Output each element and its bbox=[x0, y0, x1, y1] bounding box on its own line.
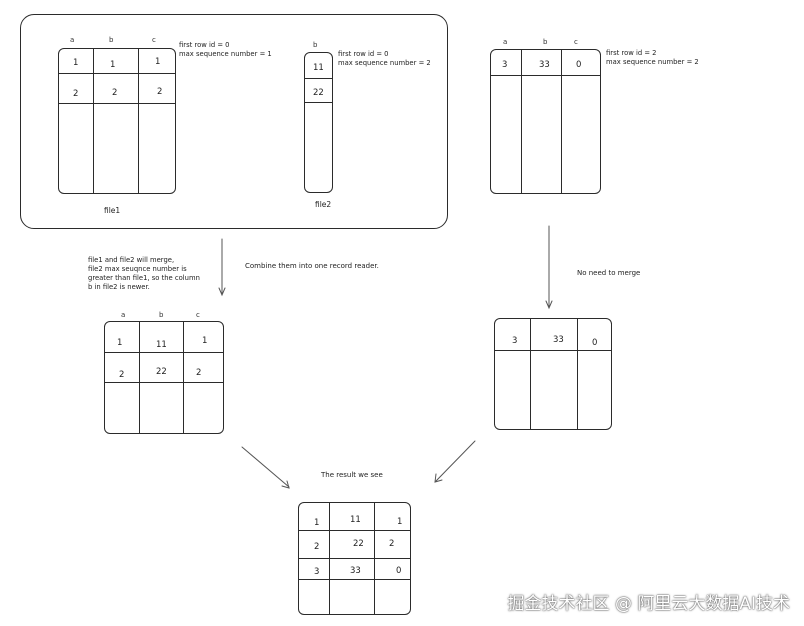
file1-cell-r2-a: 2 bbox=[73, 89, 79, 99]
arrow-merged-to-result bbox=[241, 446, 290, 488]
file3-header-b: b bbox=[543, 38, 548, 46]
file2-label: file2 bbox=[315, 200, 332, 209]
file2-note-line1: first row id = 0 bbox=[338, 50, 389, 58]
file3-output-table bbox=[494, 318, 612, 430]
combine-annotation: Combine them into one record reader. bbox=[245, 262, 379, 270]
file3-header-a: a bbox=[503, 38, 508, 46]
merged-table bbox=[104, 321, 224, 434]
result-cell-r3-c: 0 bbox=[396, 566, 402, 576]
file1-cell-r2-b: 2 bbox=[112, 88, 118, 98]
result-cell-r1-b: 11 bbox=[350, 515, 361, 525]
file3-note-line1: first row id = 2 bbox=[606, 49, 657, 57]
result-cell-r3-b: 33 bbox=[350, 566, 361, 576]
file3-output-cell-a: 3 bbox=[512, 336, 518, 346]
merged-cell-r1-a: 1 bbox=[117, 338, 123, 348]
file1-header-a: a bbox=[70, 36, 75, 44]
merged-cell-r2-c: 2 bbox=[196, 368, 202, 378]
result-cell-r2-b: 22 bbox=[353, 539, 364, 549]
watermark: 掘金技术社区 @ 阿里云大数据AI技术 bbox=[507, 594, 790, 614]
file2-header-b: b bbox=[313, 41, 318, 49]
result-caption: The result we see bbox=[321, 471, 383, 479]
arrow-output-to-result bbox=[435, 440, 476, 482]
merged-cell-r2-a: 2 bbox=[119, 370, 125, 380]
file3-cell-c: 0 bbox=[576, 60, 582, 70]
merged-cell-r1-c: 1 bbox=[202, 336, 208, 346]
file3-cell-b: 33 bbox=[539, 60, 550, 70]
file-group-box bbox=[20, 14, 448, 229]
file1-label: file1 bbox=[104, 206, 121, 215]
file1-cell-r1-a: 1 bbox=[73, 58, 79, 68]
file2-note-line2: max sequence number = 2 bbox=[338, 59, 431, 67]
file3-output-cell-c: 0 bbox=[592, 338, 598, 348]
file1-cell-r2-c: 2 bbox=[157, 87, 163, 97]
result-table bbox=[298, 502, 411, 615]
file2-cell-r2: 22 bbox=[313, 88, 324, 98]
file3-table bbox=[490, 49, 601, 194]
result-cell-r2-a: 2 bbox=[314, 542, 320, 552]
file2-table bbox=[304, 52, 333, 193]
file1-note-line1: first row id = 0 bbox=[179, 41, 230, 49]
no-merge-annotation: No need to merge bbox=[577, 269, 641, 277]
merged-header-c: c bbox=[196, 311, 200, 319]
result-cell-r3-a: 3 bbox=[314, 567, 320, 577]
file2-cell-r1: 11 bbox=[313, 63, 324, 73]
merge-explanation: file1 and file2 will merge, file2 max se… bbox=[88, 256, 200, 291]
file1-cell-r1-c: 1 bbox=[155, 57, 161, 67]
result-cell-r2-c: 2 bbox=[389, 539, 395, 549]
file3-note-line2: max sequence number = 2 bbox=[606, 58, 699, 66]
file3-header-c: c bbox=[574, 38, 578, 46]
merged-header-a: a bbox=[121, 311, 126, 319]
merged-cell-r2-b: 22 bbox=[156, 367, 167, 377]
file3-cell-a: 3 bbox=[502, 60, 508, 70]
result-cell-r1-c: 1 bbox=[397, 517, 403, 527]
file1-header-c: c bbox=[152, 36, 156, 44]
merged-cell-r1-b: 11 bbox=[156, 340, 167, 350]
file3-output-cell-b: 33 bbox=[553, 335, 564, 345]
file1-table bbox=[58, 48, 176, 194]
merged-header-b: b bbox=[159, 311, 164, 319]
result-cell-r1-a: 1 bbox=[314, 518, 320, 528]
file1-header-b: b bbox=[109, 36, 114, 44]
file1-note-line2: max sequence number = 1 bbox=[179, 50, 272, 58]
file1-cell-r1-b: 1 bbox=[110, 60, 116, 70]
